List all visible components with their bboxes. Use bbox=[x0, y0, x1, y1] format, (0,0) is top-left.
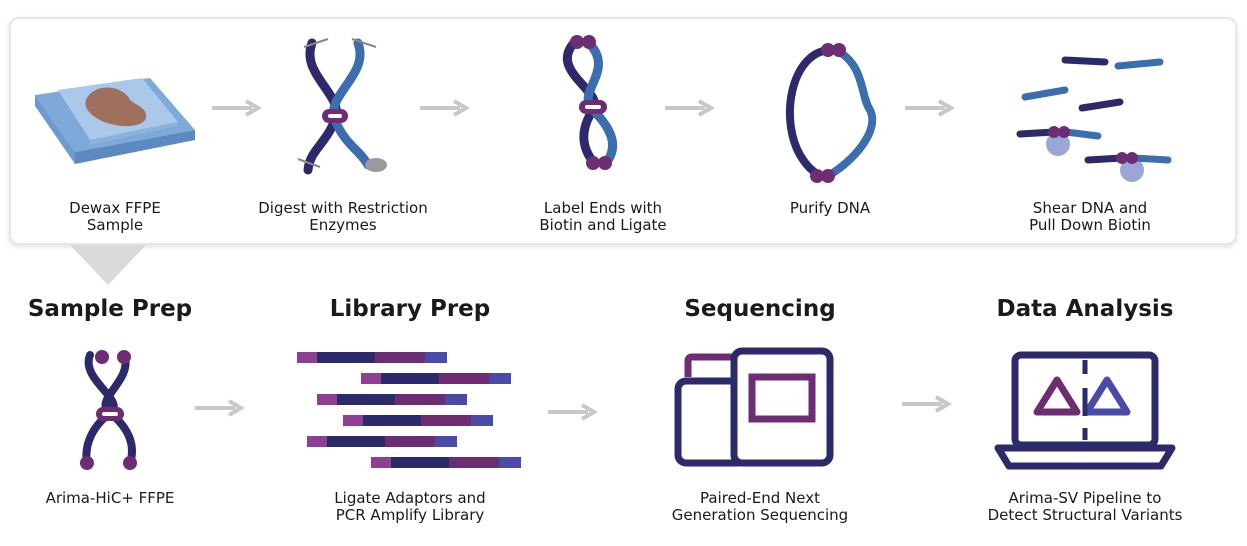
data-analysis-caption: Arima-SV Pipeline to Detect Structural V… bbox=[987, 489, 1183, 524]
sequencer-icon bbox=[674, 347, 834, 467]
arrow-right-icon bbox=[665, 99, 715, 117]
section-title-sample-prep: Sample Prep bbox=[27, 296, 193, 322]
arrow-right-icon bbox=[902, 395, 952, 413]
section-title-data-analysis: Data Analysis bbox=[996, 296, 1174, 322]
step-dewax-label: Dewax FFPE Sample bbox=[69, 199, 161, 234]
library-prep-caption: Ligate Adaptors and PCR Amplify Library bbox=[334, 489, 486, 524]
arrow-right-icon bbox=[212, 99, 262, 117]
section-title-sequencing: Sequencing bbox=[684, 296, 836, 322]
library-fragments-icon bbox=[297, 352, 521, 468]
arrow-right-icon bbox=[905, 99, 955, 117]
expand-pointer-triangle bbox=[70, 245, 146, 285]
arrow-right-icon bbox=[195, 399, 245, 417]
sheared-dna-fragments-icon bbox=[1016, 56, 1172, 182]
section-title-library-prep: Library Prep bbox=[329, 296, 491, 322]
label-ligate-dna-icon bbox=[562, 35, 618, 170]
purified-dna-loop-icon bbox=[786, 43, 877, 183]
hic-dna-icon bbox=[80, 350, 137, 470]
arrow-right-icon bbox=[548, 403, 598, 421]
arrow-right-icon bbox=[420, 99, 470, 117]
step-purify-label: Purify DNA bbox=[789, 199, 871, 217]
step-shear-label: Shear DNA and Pull Down Biotin bbox=[1029, 199, 1151, 234]
ffpe-slide-icon bbox=[35, 78, 195, 164]
step-label-ligate-label: Label Ends with Biotin and Ligate bbox=[539, 199, 667, 234]
step-digest-label: Digest with Restriction Enzymes bbox=[258, 199, 428, 234]
digest-dna-icon bbox=[297, 38, 387, 175]
sample-prep-caption: Arima-HiC+ FFPE bbox=[45, 489, 175, 507]
laptop-sv-icon bbox=[994, 351, 1176, 470]
sequencing-caption: Paired-End Next Generation Sequencing bbox=[671, 489, 849, 524]
